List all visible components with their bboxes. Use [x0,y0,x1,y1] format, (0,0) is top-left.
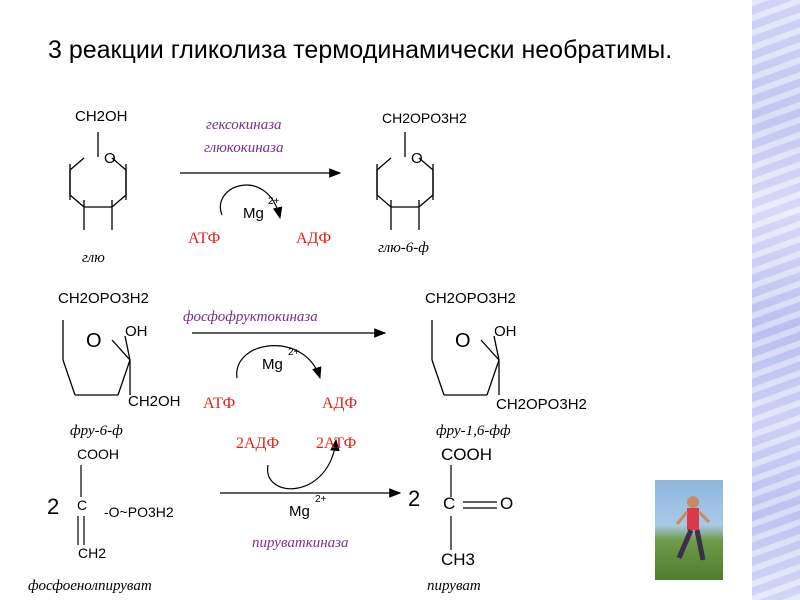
g6p-name: глю-6-ф [378,240,429,256]
reaction2-curved-arrow [236,345,322,380]
runner-figure-icon [675,496,711,561]
glucose-ch2oh: CH2OH [75,108,128,125]
reaction1-mg-charge: 2+ [268,196,280,207]
pyruvate-oxygen: O [500,494,514,513]
pep-ch2: CH2 [78,545,107,561]
pyruvate-bonds [450,465,497,550]
reaction3-mg: Mg [289,503,310,520]
glucokinase-label: глюкокиназа [204,140,284,156]
hexokinase-label: гексокиназа [206,117,282,133]
phosphofructokinase-label: фосфофруктокиназа [183,309,318,325]
pep-c-atom: C [77,497,88,513]
reaction1-curved-arrow [219,184,283,220]
pep-name: фосфоенолпируват [28,578,152,594]
pyruvate-ch3: CH3 [441,550,476,569]
reaction3-mg-charge: 2+ [315,494,327,505]
f16bp-bottom-group: CH2OPO3H2 [496,396,587,413]
f6p-ring [62,320,131,396]
reaction2-mg: Mg [262,356,283,373]
f16bp-top-group: CH2OPO3H2 [425,290,516,307]
glucose-ring [69,132,127,230]
pep-coefficient: 2 [47,494,60,519]
decorative-side-panel [752,0,800,600]
f16bp-ring [431,320,500,396]
pyruvate-coefficient: 2 [408,486,421,511]
glucose-ring-oxygen: O [104,150,116,167]
pyruvate-cooh: COOH [441,445,492,464]
glucose-name: глю [82,250,105,266]
f6p-oh: OH [125,323,148,340]
reaction1-adp: АДФ [296,230,332,247]
reaction2-adp: АДФ [322,395,358,412]
f16bp-oh: OH [494,323,517,340]
g6p-ring [376,132,434,230]
reaction3-atp: 2АТФ [316,435,357,452]
pep-cooh: COOH [77,446,119,462]
reaction3-adp: 2АДФ [236,435,280,452]
pep-bonds [77,465,85,545]
reaction3-curved-arrow [267,438,340,490]
reaction2-atp: АТФ [203,395,236,412]
g6p-group: CH2OPO3H2 [382,110,467,126]
g6p-ring-oxygen: O [411,150,423,167]
f16bp-ring-oxygen: O [455,330,471,352]
pyruvate-kinase-label: пируваткиназа [252,535,349,551]
f6p-ring-oxygen: O [86,330,102,352]
reaction1-atp: АТФ [188,230,221,247]
pyruvate-name: пируват [427,578,481,594]
pep-phosphate: -O~PO3H2 [104,504,174,520]
f16bp-name: фру-1,6-фф [436,423,511,439]
f6p-top-group: CH2OPO3H2 [58,290,149,307]
pyruvate-c-atom: C [443,494,456,513]
f6p-name: фру-6-ф [70,423,123,439]
reaction1-mg: Mg [243,205,264,222]
reaction2-mg-charge: 2+ [288,347,300,358]
runner-photo [655,480,723,580]
f6p-bottom-group: CH2OH [128,393,181,410]
slide-title: 3 реакции гликолиза термодинамически нео… [48,36,673,64]
